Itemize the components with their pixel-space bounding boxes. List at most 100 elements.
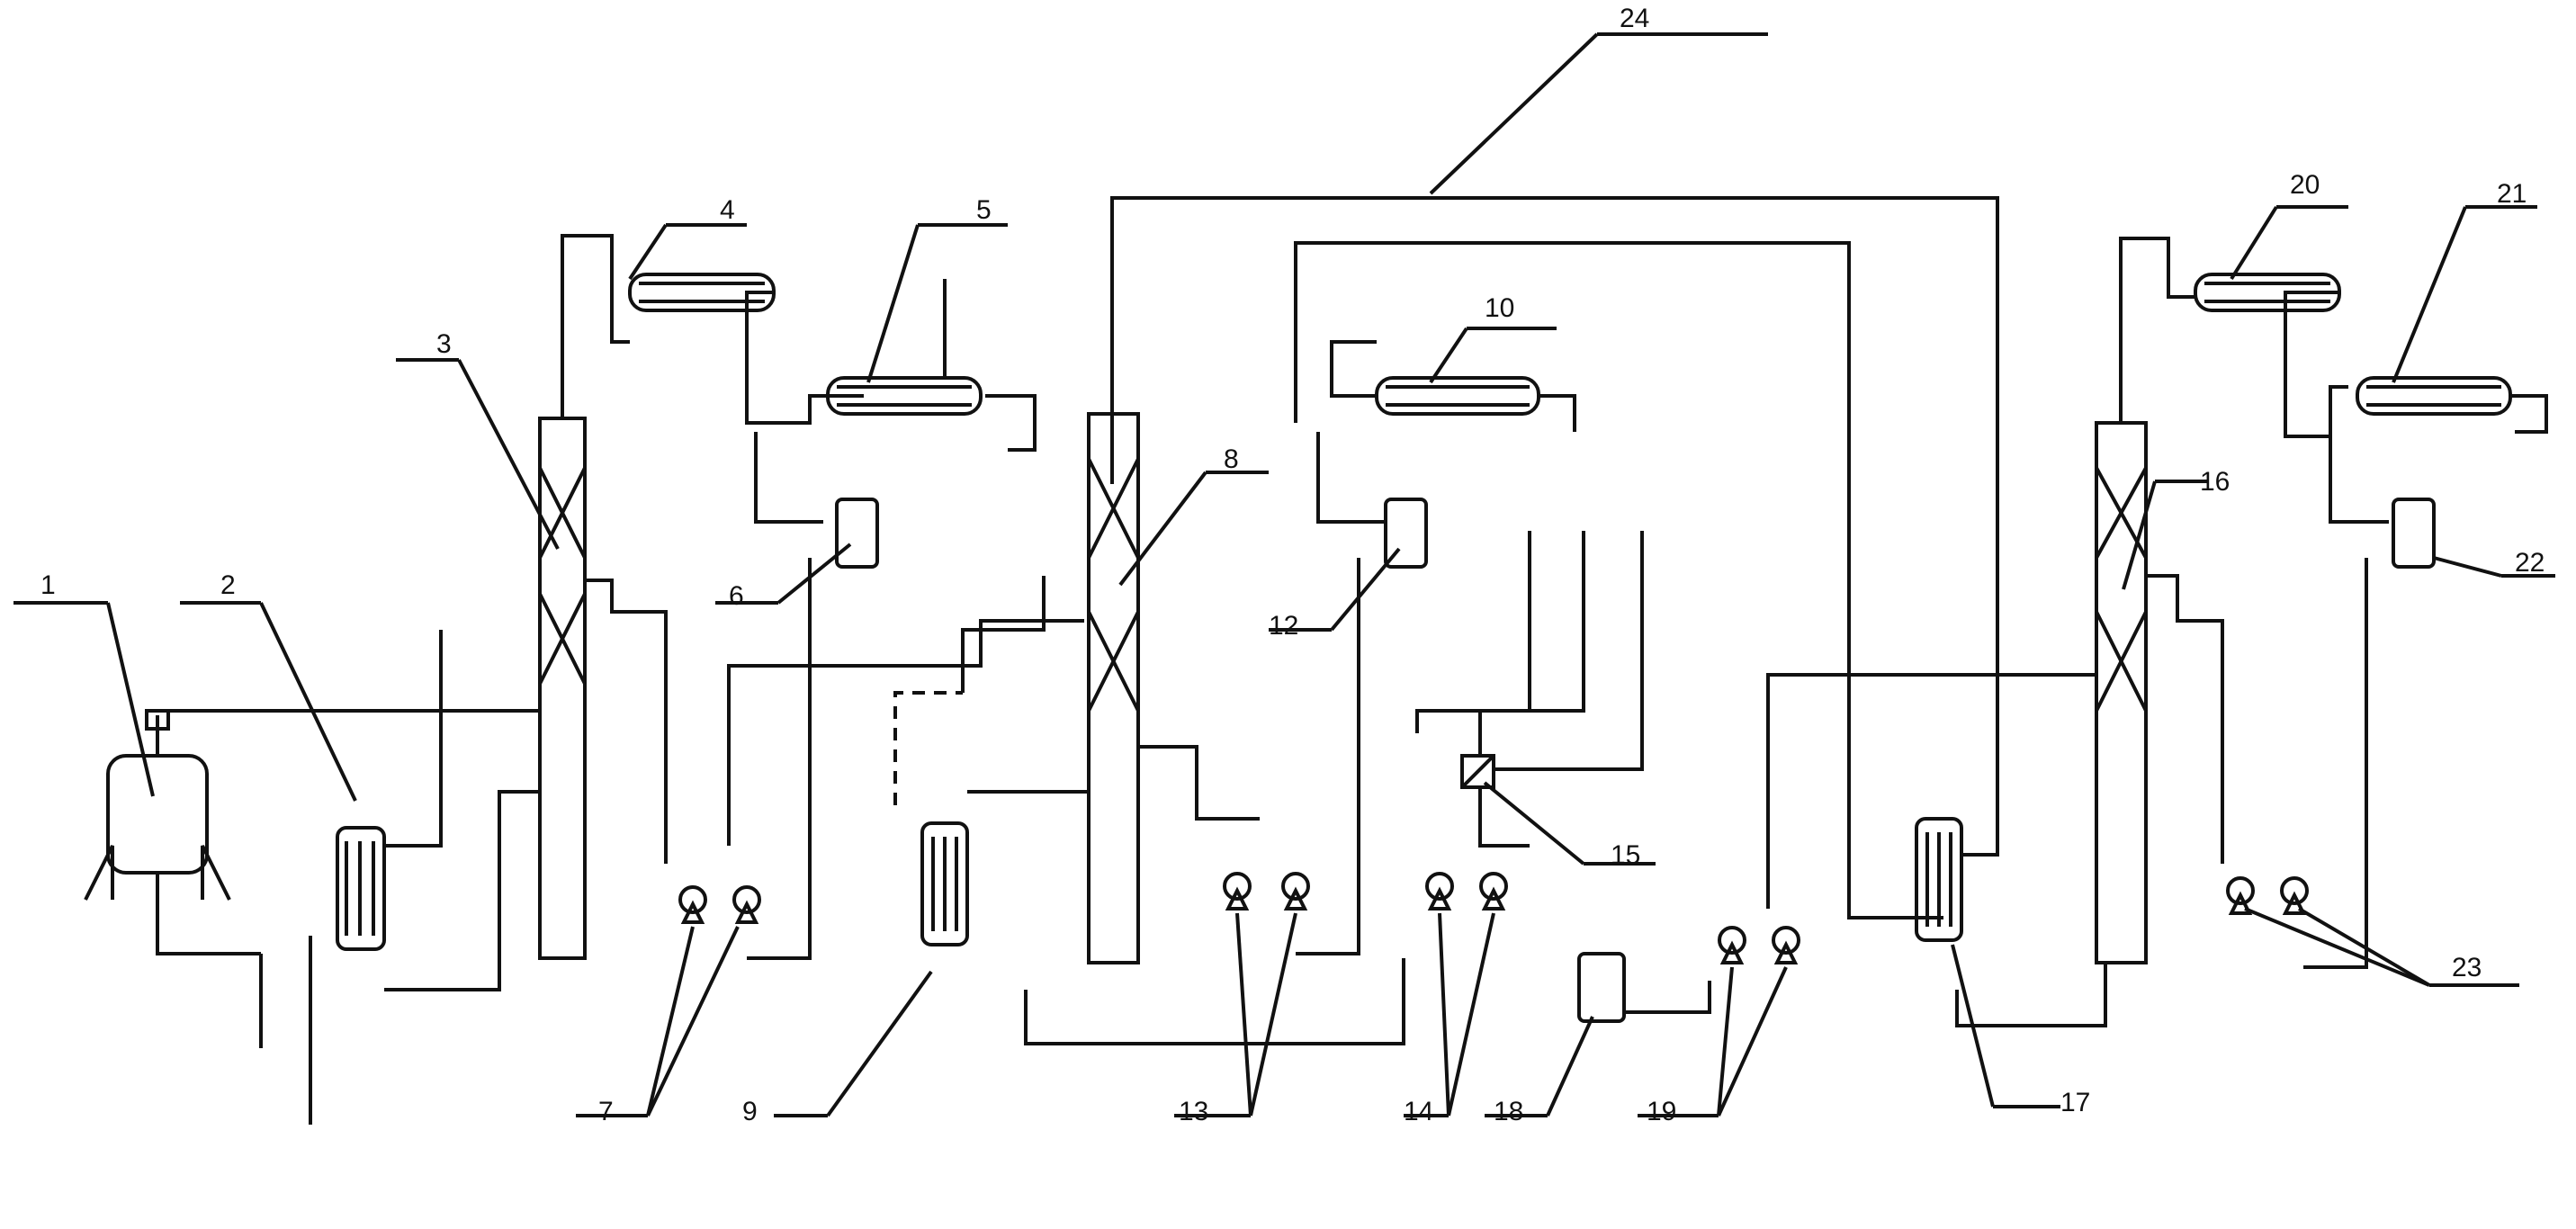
tank-18 bbox=[1577, 952, 1626, 1023]
label-13: 13 bbox=[1179, 1097, 1208, 1126]
label-22: 22 bbox=[2515, 548, 2545, 578]
exchanger-15-diag bbox=[1460, 754, 1495, 789]
condenser-21 bbox=[2356, 376, 2512, 416]
pump-23a-body bbox=[2228, 891, 2253, 915]
receiver-12 bbox=[1384, 498, 1428, 569]
pump-23a bbox=[2226, 876, 2255, 905]
reboiler-17-out bbox=[1961, 783, 1999, 857]
leader-20-b bbox=[2230, 205, 2278, 281]
pump-7b-body bbox=[734, 900, 759, 924]
pump-7a bbox=[678, 885, 707, 914]
label-4: 4 bbox=[720, 195, 735, 225]
leader-8-b bbox=[1118, 471, 1207, 587]
receiver-22-out bbox=[2303, 558, 2368, 969]
label-16: 16 bbox=[2200, 467, 2230, 497]
label-5: 5 bbox=[976, 195, 992, 225]
label-2: 2 bbox=[220, 570, 236, 600]
receiver-22 bbox=[2392, 498, 2436, 569]
pump-23b bbox=[2280, 876, 2309, 905]
label-3: 3 bbox=[436, 329, 452, 359]
pipelines bbox=[13, 32, 2555, 1125]
leader-15 bbox=[1483, 781, 1585, 866]
receiver-6-out bbox=[747, 558, 812, 960]
receiver-12-in bbox=[1316, 432, 1386, 524]
ex-15-line-d bbox=[1478, 787, 1530, 848]
leader-23a bbox=[2244, 907, 2430, 987]
recycle-line-24 bbox=[1110, 196, 1999, 783]
exchanger-2-out bbox=[384, 790, 540, 991]
steam-9 bbox=[893, 691, 963, 805]
pump-7a-body bbox=[680, 900, 705, 924]
ex-15-line-a bbox=[1415, 531, 1531, 733]
pump-19a-body bbox=[1719, 940, 1745, 964]
pump-19b bbox=[1772, 926, 1800, 955]
return-line bbox=[1294, 241, 1943, 920]
pump-13a-body bbox=[1225, 886, 1250, 911]
pump-19-out bbox=[1766, 673, 2096, 909]
leader-12-b bbox=[1330, 547, 1401, 632]
column-3-overhead bbox=[561, 234, 630, 418]
label-19: 19 bbox=[1647, 1097, 1676, 1126]
pump-7b bbox=[732, 885, 761, 914]
pump-13a bbox=[1223, 872, 1252, 901]
steam-2 bbox=[384, 630, 443, 848]
pump-7-line bbox=[727, 619, 1084, 846]
label-14: 14 bbox=[1404, 1097, 1433, 1126]
leader-3-b bbox=[457, 359, 560, 550]
condenser-5 bbox=[826, 376, 983, 416]
label-24: 24 bbox=[1620, 4, 1649, 33]
reactor-1-legs bbox=[84, 845, 114, 901]
reboiler-9-bottom bbox=[1024, 958, 1405, 1045]
leader-2-b bbox=[259, 602, 357, 802]
condenser-10-line bbox=[1330, 340, 1377, 398]
label-17: 17 bbox=[2060, 1088, 2090, 1117]
column-3 bbox=[538, 417, 587, 960]
receiver-12-out bbox=[1296, 558, 1360, 955]
leader-18-b bbox=[1546, 1016, 1594, 1117]
packing-16b bbox=[2095, 467, 2148, 559]
label-23: 23 bbox=[2452, 953, 2482, 982]
column-8 bbox=[1087, 412, 1140, 964]
leader-9-b bbox=[826, 970, 933, 1117]
condenser-10-out bbox=[1539, 394, 1576, 432]
label-20: 20 bbox=[2290, 170, 2320, 200]
packing-8b bbox=[1087, 458, 1140, 559]
exchanger-15 bbox=[1460, 754, 1495, 789]
to-22 bbox=[2329, 436, 2389, 524]
pump-19b-body bbox=[1773, 940, 1799, 964]
ex-15-line-b bbox=[1478, 531, 1585, 756]
label-8: 8 bbox=[1224, 444, 1239, 474]
leader-13a bbox=[1235, 912, 1252, 1117]
label-1: 1 bbox=[40, 570, 56, 600]
reactor-bottom-line bbox=[156, 873, 261, 955]
to-6 bbox=[754, 432, 823, 524]
reboiler-17-bottom bbox=[1955, 963, 2107, 1027]
label-21: 21 bbox=[2497, 179, 2527, 209]
leader-14b bbox=[1447, 912, 1495, 1117]
pump-13b bbox=[1281, 872, 1310, 901]
label-9: 9 bbox=[742, 1097, 758, 1126]
pump-14b bbox=[1479, 872, 1508, 901]
column-16-side bbox=[2146, 574, 2224, 864]
column-16-overhead bbox=[2119, 237, 2195, 423]
condenser-4-out bbox=[745, 291, 864, 425]
leader-7a bbox=[646, 926, 695, 1117]
label-18: 18 bbox=[1494, 1097, 1523, 1126]
leader-7b bbox=[646, 926, 740, 1117]
condenser-10 bbox=[1375, 376, 1540, 416]
reactor-1-legs-r bbox=[201, 845, 231, 901]
pump-19a bbox=[1718, 926, 1746, 955]
steam-9b bbox=[961, 576, 1046, 693]
leader-21-b bbox=[2392, 206, 2467, 383]
condenser-5-out bbox=[985, 394, 1037, 452]
leader-5-b bbox=[866, 224, 920, 383]
packing-8d bbox=[1087, 611, 1140, 712]
pump-13b-body bbox=[1283, 886, 1308, 911]
label-10: 10 bbox=[1485, 293, 1514, 323]
pump-23b-body bbox=[2282, 891, 2307, 915]
leader-10-b bbox=[1429, 327, 1468, 384]
receiver-6 bbox=[835, 498, 879, 569]
leader-19b bbox=[1717, 966, 1788, 1117]
